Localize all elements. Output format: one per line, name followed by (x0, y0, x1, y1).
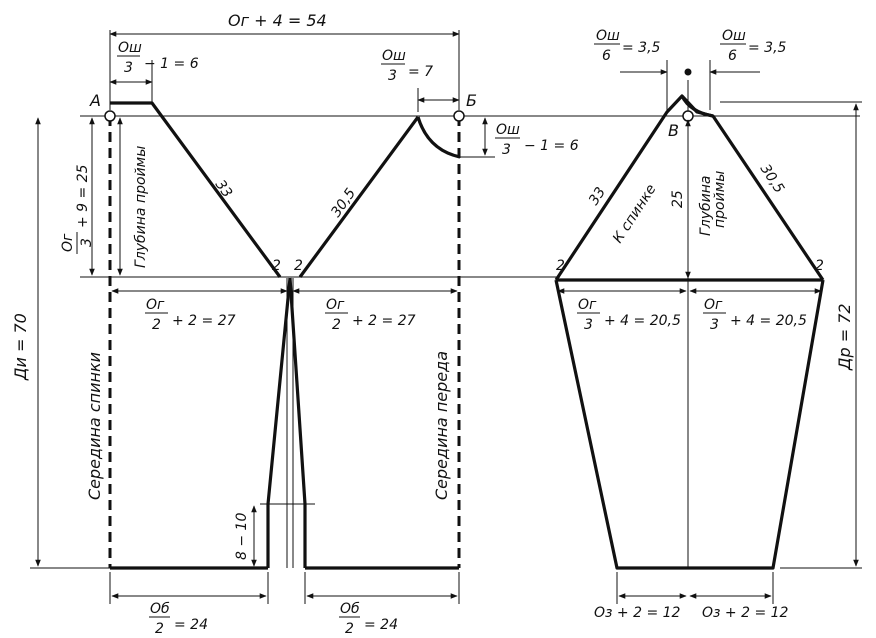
dim-og-54: Ог + 4 = 54 (228, 11, 327, 30)
dim-sleeve-width-left: Ог 3 + 4 = 20,5 (577, 297, 681, 333)
svg-text:2: 2 (155, 621, 164, 637)
dim-hem-back: Об 2 = 24 (149, 601, 208, 637)
svg-text:2: 2 (345, 621, 354, 637)
svg-text:Ош: Ош (382, 48, 406, 64)
svg-text:Ош: Ош (496, 122, 520, 138)
svg-text:3: 3 (584, 317, 593, 333)
svg-text:Ош: Ош (722, 28, 746, 44)
dim-sleeve-width-right: Ог 3 + 4 = 20,5 (703, 297, 807, 333)
dim-armhole-depth: Ог 3 + 9 = 25 (60, 164, 95, 254)
svg-text:Ог: Ог (60, 233, 76, 252)
dim-cuff-right: Оз + 2 = 12 (702, 605, 789, 621)
dim-back-neck-width: Ош 3 − 1 = 6 (117, 40, 199, 76)
dim-front-neck-depth: Ош 3 − 1 = 6 (495, 122, 579, 158)
svg-text:3: 3 (124, 60, 133, 76)
svg-text:Ог: Ог (146, 297, 165, 313)
bodice-outline (30, 101, 860, 570)
dim-hem-front: Об 2 = 24 (339, 601, 398, 637)
svg-text:2: 2 (152, 317, 161, 333)
svg-text:− 1 = 6: − 1 = 6 (144, 56, 199, 72)
svg-text:Об: Об (340, 601, 360, 617)
dim-sleeve-top-left: Ош 6 = 3,5 (594, 28, 661, 64)
point-v-label: В (668, 121, 679, 140)
dim-slit: 8 − 10 (234, 513, 250, 560)
svg-text:6: 6 (602, 48, 611, 64)
svg-text:Ош: Ош (596, 28, 620, 44)
point-a-marker (104, 110, 116, 122)
point-b-marker (453, 110, 465, 122)
point-b-label: Б (466, 91, 477, 110)
dim-chest-front: Ог 2 + 2 = 27 (325, 297, 416, 333)
sleeve-armhole-label-1: Глубина (698, 176, 714, 237)
svg-text:+ 2 = 27: + 2 = 27 (352, 313, 416, 329)
point-a-label: А (89, 91, 101, 110)
dim-chest-back: Ог 2 + 2 = 27 (145, 297, 236, 333)
svg-text:= 3,5: = 3,5 (748, 40, 787, 56)
gap-left: 2 (272, 258, 281, 274)
gap-right: 2 (294, 258, 303, 274)
svg-text:− 1 = 6: − 1 = 6 (524, 138, 579, 154)
svg-text:Ог: Ог (578, 297, 597, 313)
svg-text:+ 9 = 25: + 9 = 25 (75, 164, 91, 228)
svg-text:2: 2 (332, 317, 341, 333)
sleeve-top-dot (684, 68, 692, 76)
sleeve-armhole-label-2: проймы (712, 171, 728, 228)
svg-text:Ош: Ош (118, 40, 142, 56)
center-front-label: Середина переда (432, 351, 451, 500)
sleeve-gap-right: 2 (815, 258, 824, 274)
svg-text:= 24: = 24 (174, 617, 208, 633)
svg-text:3: 3 (502, 142, 511, 158)
svg-text:3: 3 (710, 317, 719, 333)
point-v-marker (682, 110, 694, 122)
sleeve-gap-left: 2 (556, 258, 565, 274)
svg-text:= 24: = 24 (364, 617, 398, 633)
sleeve-front-length: 30,5 (757, 161, 787, 196)
armhole-depth-label: Глубина проймы (133, 146, 149, 268)
svg-text:Ог: Ог (704, 297, 723, 313)
svg-text:= 3,5: = 3,5 (622, 40, 661, 56)
back-side-length: 33 (212, 177, 235, 201)
svg-text:+ 4 = 20,5: + 4 = 20,5 (604, 313, 681, 329)
svg-text:Ог: Ог (326, 297, 345, 313)
svg-text:3: 3 (79, 238, 95, 247)
dim-sleeve-length: Др = 72 (835, 303, 854, 371)
svg-text:+ 4 = 20,5: + 4 = 20,5 (730, 313, 807, 329)
center-back-label: Середина спинки (85, 352, 104, 500)
sleeve-to-back-label: К спинке (610, 182, 660, 247)
dim-sleeve-top-right: Ош 6 = 3,5 (720, 28, 787, 64)
svg-text:6: 6 (728, 48, 737, 64)
dim-front-neck-width: Ош 3 = 7 (381, 48, 433, 84)
dim-product-length: Ди = 70 (11, 313, 30, 381)
svg-text:Об: Об (150, 601, 170, 617)
svg-text:3: 3 (388, 68, 397, 84)
svg-text:= 7: = 7 (408, 64, 433, 80)
dim-cuff-left: Оз + 2 = 12 (594, 605, 681, 621)
svg-text:+ 2 = 27: + 2 = 27 (172, 313, 236, 329)
sleeve-height: 25 (670, 190, 686, 208)
